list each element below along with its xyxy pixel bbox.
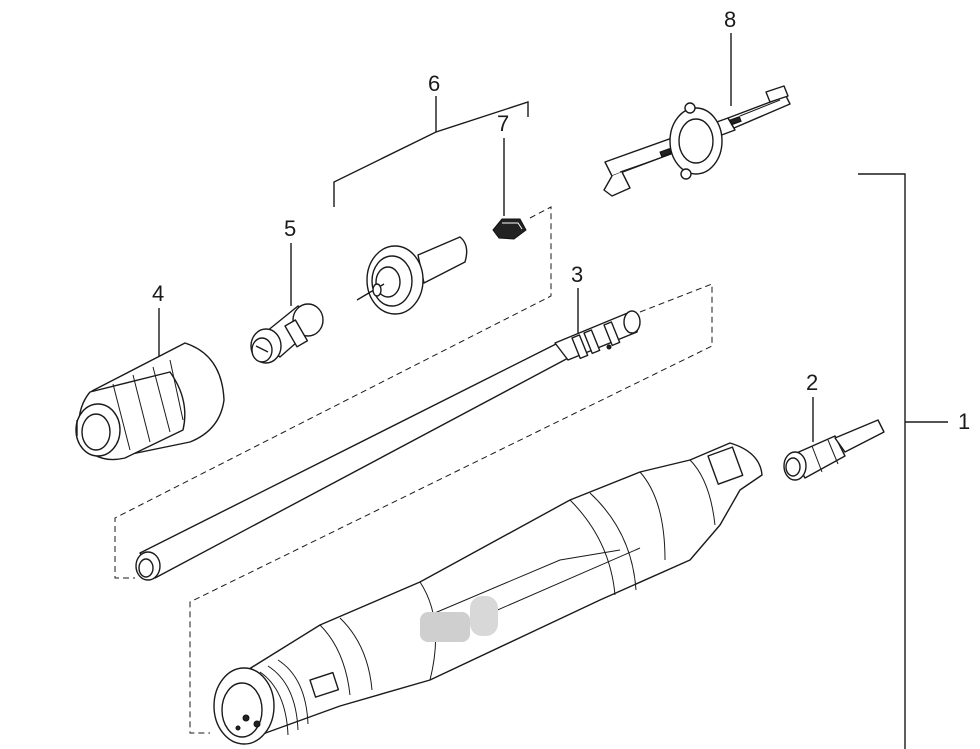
part-1-main-body xyxy=(213,442,763,745)
callout-7: 7 xyxy=(497,111,509,136)
callout-2: 2 xyxy=(806,370,818,395)
callout-5: 5 xyxy=(284,216,296,241)
callout-3: 3 xyxy=(571,262,583,287)
leader-lines xyxy=(158,33,948,749)
callout-6: 6 xyxy=(428,71,440,96)
callout-1: 1 xyxy=(958,409,970,434)
assembly-dashed-lines xyxy=(114,206,713,734)
part-6-valve-assembly xyxy=(356,236,468,315)
part-8-connector-bracket xyxy=(603,85,791,197)
part-2-connector xyxy=(783,419,885,481)
callout-4: 4 xyxy=(152,281,164,306)
part-7-cap xyxy=(492,218,527,240)
part-5-insert xyxy=(250,303,324,364)
blurred-marking xyxy=(420,612,470,642)
part-3-tube xyxy=(135,310,641,581)
part-4-knurled-nut xyxy=(75,342,225,461)
callout-8: 8 xyxy=(724,7,736,32)
